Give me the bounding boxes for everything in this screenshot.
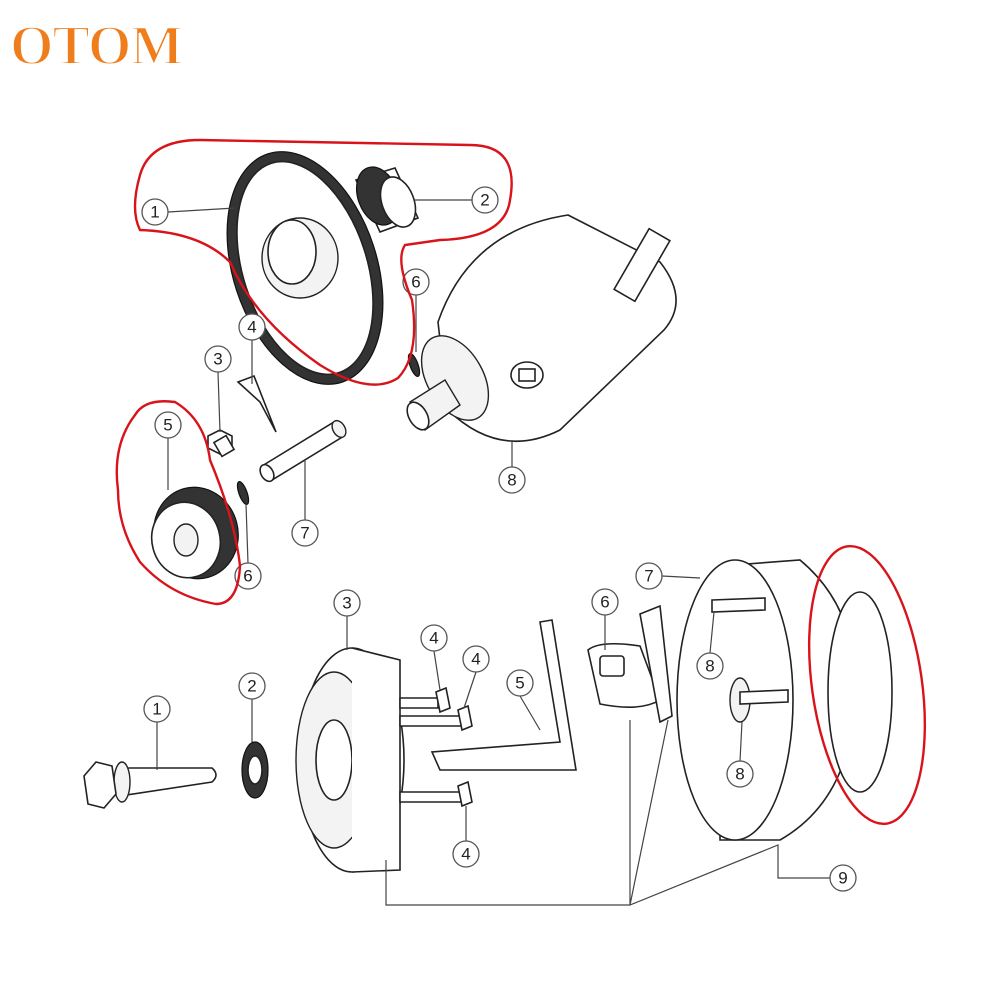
- callout-upper-4: 4: [238, 313, 266, 384]
- brand-logo: OTOM: [9, 14, 184, 78]
- starter-motor: [406, 214, 677, 442]
- highlight-upper-gears: [133, 138, 513, 386]
- starter-idler-gear: [226, 151, 384, 385]
- flywheel-rotor: [676, 559, 857, 841]
- callout-upper-5: 5: [154, 411, 182, 490]
- svg-text:7: 7: [644, 567, 653, 586]
- callout-lower-5: 5: [506, 669, 541, 731]
- needle-bearing: [354, 166, 420, 234]
- svg-text:3: 3: [213, 350, 222, 369]
- o-ring-upper: [407, 353, 421, 377]
- callout-upper-7: 7: [291, 460, 319, 547]
- svg-text:3: 3: [342, 594, 351, 613]
- callout-lower-8b: 8: [726, 721, 754, 788]
- callout-lower-2: 2: [238, 672, 266, 742]
- flange-bolt: [83, 761, 217, 809]
- o-ring-lower: [236, 481, 250, 505]
- callout-lower-4b: 4: [462, 645, 490, 709]
- callout-upper-6b: 6: [234, 503, 262, 590]
- svg-text:6: 6: [243, 567, 252, 586]
- brand-logo-text: OTOM: [10, 15, 182, 77]
- callout-lower-9: 9: [385, 719, 857, 906]
- svg-text:8: 8: [705, 657, 714, 676]
- callout-lower-1: 1: [143, 695, 171, 770]
- stator-bolts: [399, 686, 473, 808]
- svg-text:6: 6: [600, 593, 609, 612]
- highlight-rotor-ring: [807, 544, 927, 826]
- callout-lower-7: 7: [635, 562, 701, 590]
- callout-lower-8a: 8: [696, 611, 724, 680]
- svg-text:1: 1: [152, 700, 161, 719]
- pickup-sensor: [587, 604, 673, 724]
- svg-text:7: 7: [300, 524, 309, 543]
- svg-text:1: 1: [150, 203, 159, 222]
- callout-upper-3: 3: [204, 345, 232, 433]
- washer: [241, 741, 269, 799]
- svg-text:4: 4: [461, 845, 470, 864]
- svg-text:4: 4: [429, 629, 438, 648]
- wire-bracket: [430, 619, 577, 771]
- svg-text:4: 4: [471, 650, 480, 669]
- callout-upper-6a: 6: [402, 268, 430, 352]
- retaining-clip: [236, 374, 277, 433]
- highlight-small-gear: [115, 400, 242, 606]
- svg-text:9: 9: [838, 869, 847, 888]
- svg-text:5: 5: [163, 416, 172, 435]
- reduction-gear: [150, 486, 239, 580]
- svg-text:2: 2: [480, 191, 489, 210]
- callout-upper-2: 2: [415, 186, 499, 214]
- svg-text:4: 4: [247, 318, 256, 337]
- svg-text:2: 2: [247, 677, 256, 696]
- idler-shaft: [259, 419, 347, 483]
- bolt-small: [207, 429, 236, 458]
- callout-upper-1: 1: [141, 198, 236, 226]
- svg-text:5: 5: [515, 674, 524, 693]
- svg-text:8: 8: [507, 471, 516, 490]
- callout-lower-3: 3: [333, 589, 361, 650]
- svg-text:8: 8: [735, 765, 744, 784]
- callout-lower-4a: 4: [420, 624, 448, 691]
- callout-lower-6: 6: [591, 588, 619, 650]
- callout-upper-8: 8: [498, 440, 526, 494]
- callout-lower-4c: 4: [452, 806, 480, 868]
- stator: [295, 647, 405, 873]
- svg-text:6: 6: [411, 273, 420, 292]
